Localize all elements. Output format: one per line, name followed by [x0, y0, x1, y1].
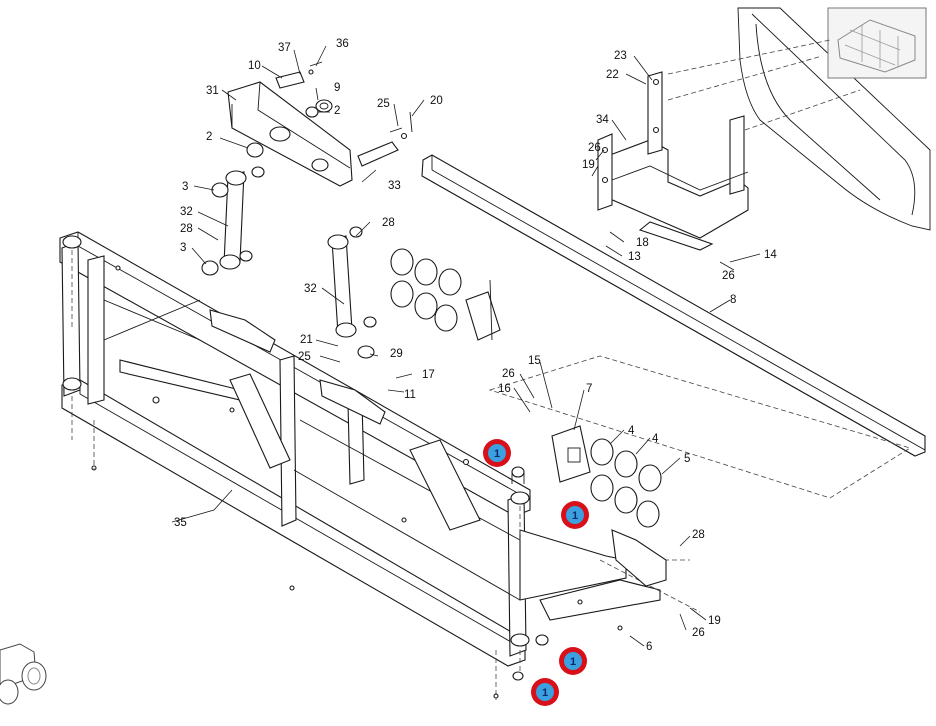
bracket-guide-line-a — [667, 39, 831, 75]
tractor-icon — [0, 643, 47, 705]
callout-badge-1a[interactable]: 1 — [483, 439, 511, 467]
bolt-25a — [389, 127, 408, 140]
mount-bracket-34 — [597, 71, 749, 251]
main-frame-35 — [59, 231, 661, 699]
label-14: 14 — [764, 249, 777, 261]
bushing-29 — [357, 345, 375, 359]
label-5: 5 — [684, 453, 690, 465]
label-19a: 19 — [708, 615, 721, 627]
svg-text:1: 1 — [570, 656, 576, 668]
label-28b: 28 — [382, 217, 395, 229]
label-32a: 32 — [180, 206, 193, 218]
leader-lines — [171, 45, 761, 647]
label-8: 8 — [730, 294, 736, 306]
label-26d: 26 — [722, 270, 735, 282]
label-2a: 2 — [334, 105, 340, 117]
label-19b: 19 — [582, 159, 595, 171]
bushing-3b — [201, 260, 219, 276]
bushing-9 — [315, 99, 333, 113]
label-7: 7 — [586, 383, 592, 395]
centerline-left — [71, 250, 95, 470]
bushing-mid-a — [349, 226, 363, 238]
label-28c: 28 — [692, 529, 705, 541]
label-3b: 3 — [180, 242, 186, 254]
label-17: 17 — [422, 369, 435, 381]
link-arm-32a — [219, 170, 247, 270]
pin-33 — [357, 141, 399, 167]
label-16: 16 — [498, 383, 511, 395]
assembly-boundary — [488, 355, 911, 499]
label-36: 36 — [336, 38, 349, 50]
label-33: 33 — [388, 180, 401, 192]
label-34: 34 — [596, 114, 609, 126]
pin-20 — [409, 111, 413, 133]
svg-text:1: 1 — [572, 510, 578, 522]
buffer-holder-upper — [465, 279, 501, 341]
callout-badge-1b[interactable]: 1 — [561, 501, 589, 529]
label-26b: 26 — [692, 627, 705, 639]
thumbnail-preview-icon[interactable] — [827, 7, 927, 79]
label-25b: 25 — [298, 351, 311, 363]
rubber-buffer-group-upper — [390, 248, 462, 332]
label-25a: 25 — [377, 98, 390, 110]
callout-badge-1d[interactable]: 1 — [531, 678, 559, 706]
label-21: 21 — [300, 334, 313, 346]
link-arm-32b — [327, 234, 357, 338]
label-35: 35 — [174, 517, 187, 529]
bolt-36 — [308, 61, 323, 75]
pivot-bracket-31 — [227, 81, 353, 187]
label-15: 15 — [528, 355, 541, 367]
label-37: 37 — [278, 42, 291, 54]
bracket-7 — [551, 425, 591, 483]
spacer-upper-right — [511, 466, 525, 484]
label-29: 29 — [390, 348, 403, 360]
label-32b: 32 — [304, 283, 317, 295]
label-11: 11 — [404, 389, 416, 401]
label-2b: 2 — [206, 131, 212, 143]
spacer-lower-right — [512, 634, 549, 681]
label-23: 23 — [614, 50, 627, 62]
rubber-buffer-group-lower — [590, 438, 662, 528]
bracket-guide-line-b — [667, 55, 823, 101]
label-26a: 26 — [502, 368, 515, 380]
callout-badge-1c[interactable]: 1 — [559, 647, 587, 675]
bracket-guide-line-c — [744, 89, 861, 131]
tank-shell-outline — [737, 7, 931, 231]
bushing-2a — [305, 106, 319, 118]
label-9: 9 — [334, 82, 340, 94]
label-18: 18 — [636, 237, 649, 249]
label-26c: 26 — [588, 142, 601, 154]
label-28a: 28 — [180, 223, 193, 235]
label-10: 10 — [248, 60, 261, 72]
bushing-3a — [211, 182, 229, 198]
svg-text:1: 1 — [494, 448, 500, 460]
svg-text:1: 1 — [542, 687, 548, 699]
label-22: 22 — [606, 69, 619, 81]
label-3a: 3 — [182, 181, 188, 193]
label-6: 6 — [646, 641, 652, 653]
bushing-mid-b — [363, 316, 377, 328]
bushing-left-bottom — [239, 250, 253, 262]
label-4b: 4 — [652, 433, 659, 445]
label-20: 20 — [430, 95, 443, 107]
label-4a: 4 — [628, 425, 635, 437]
label-31: 31 — [206, 85, 219, 97]
transport-bar-8 — [421, 154, 926, 457]
bushing-2b — [246, 142, 264, 158]
holder-lower-6 — [611, 529, 667, 587]
pin-10 — [275, 71, 305, 89]
label-13: 13 — [628, 251, 641, 263]
part-number-labels: 37 36 10 9 31 2 2 25 20 33 3 32 28 3 28 … — [174, 38, 777, 653]
bushing-left-top — [251, 166, 265, 178]
